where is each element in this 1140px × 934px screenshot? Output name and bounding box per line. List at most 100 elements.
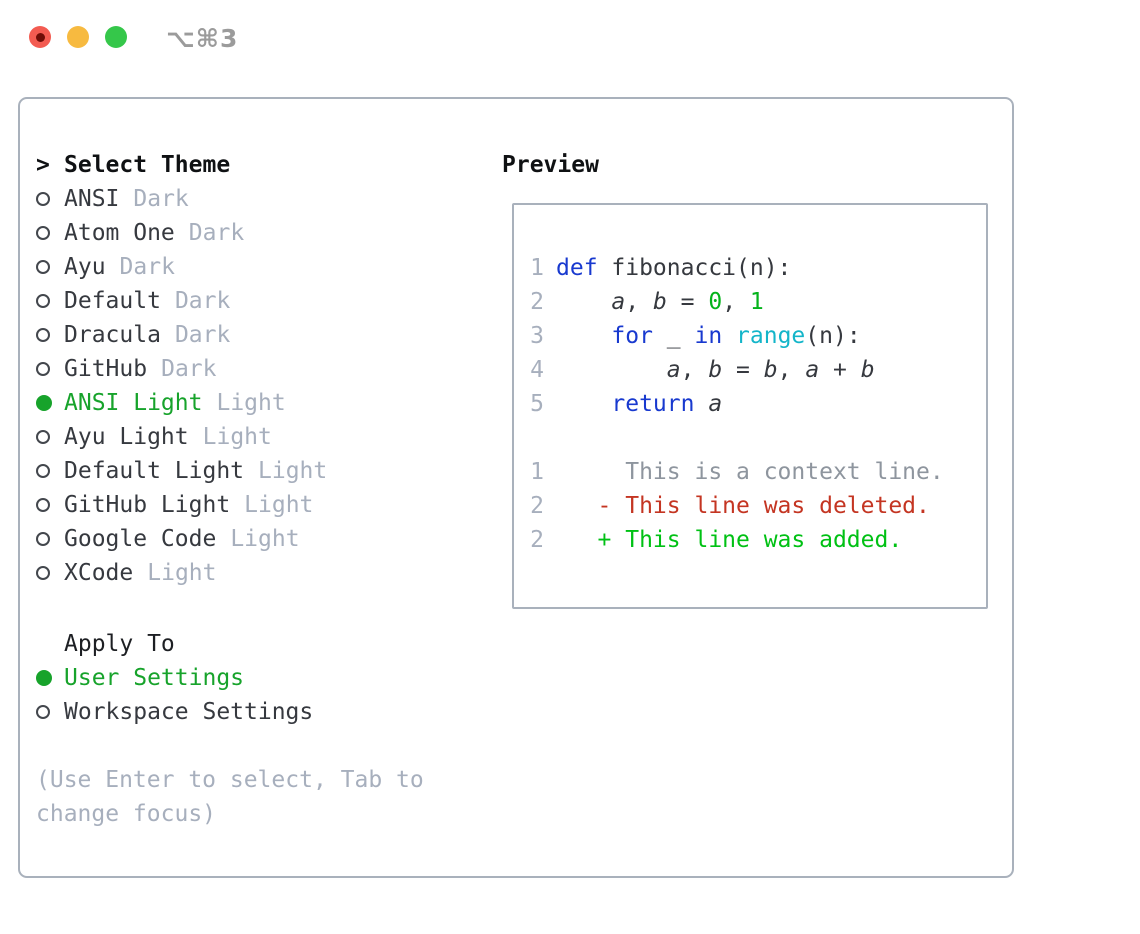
line-content: + This line was added.	[556, 527, 903, 553]
code-segment: =	[666, 289, 709, 315]
radio-icon	[36, 328, 50, 342]
radio-cell	[36, 395, 64, 411]
help-line: (Use Enter to select, Tab to	[36, 767, 424, 793]
line-number: 4	[530, 357, 544, 383]
line-number: 3	[530, 323, 544, 349]
code-segment: ,	[722, 289, 750, 315]
theme-variant-label: Dark	[188, 220, 245, 246]
close-dot-icon	[35, 32, 45, 42]
radio-cell	[36, 705, 64, 719]
radio-icon	[36, 260, 50, 274]
radio-icon	[36, 294, 50, 308]
code-segment: _	[652, 323, 695, 349]
code-segment: b	[708, 357, 723, 383]
radio-icon	[36, 705, 50, 719]
apply-option-workspace-settings[interactable]: Workspace Settings	[36, 695, 313, 729]
code-segment: fibonacci(n):	[597, 255, 792, 281]
radio-cell	[36, 566, 64, 580]
close-button[interactable]	[29, 26, 51, 48]
code-segment	[556, 391, 611, 417]
line-content: - This line was deleted.	[556, 493, 930, 519]
radio-cell	[36, 260, 64, 274]
radio-icon	[36, 566, 50, 580]
radio-cell	[36, 226, 64, 240]
code-segment: def	[556, 255, 598, 281]
preview-heading-row: Preview	[502, 148, 599, 182]
apply-to-title: Apply To	[64, 631, 175, 657]
code-line: 4 a, b = b, a + b	[530, 353, 986, 387]
theme-name: ANSI	[64, 186, 120, 212]
theme-name: Ayu	[64, 254, 106, 280]
code-segment: ,	[777, 357, 806, 383]
line-number: 1	[530, 459, 544, 485]
radio-cell	[36, 464, 64, 478]
line-content: return a	[556, 391, 722, 417]
preview-title: Preview	[502, 152, 599, 178]
radio-icon	[36, 362, 50, 376]
code-segment: a	[708, 391, 723, 417]
radio-cell	[36, 532, 64, 546]
theme-name: Atom One	[64, 220, 175, 246]
code-segment	[556, 289, 611, 315]
tab-shortcut-label: ⌥⌘3	[166, 24, 239, 53]
theme-name: Default Light	[64, 458, 245, 484]
radio-icon	[36, 532, 50, 546]
code-segment: - This line was deleted.	[597, 493, 930, 519]
code-segment: +	[819, 357, 861, 383]
theme-name: Google Code	[64, 526, 217, 552]
theme-option-ansi-light[interactable]: ANSI Light Light	[36, 386, 327, 420]
line-number: 2	[530, 289, 544, 315]
theme-name: GitHub	[64, 356, 148, 382]
radio-cell	[36, 328, 64, 342]
code-segment: range	[736, 323, 806, 349]
radio-icon	[36, 498, 50, 512]
code-segment	[694, 391, 708, 417]
line-content: def fibonacci(n):	[556, 255, 791, 281]
code-segment: ,	[625, 289, 653, 315]
code-segment: (n):	[805, 323, 861, 349]
zoom-button[interactable]	[105, 26, 127, 48]
line-content: This is a context line.	[556, 459, 944, 485]
theme-name: ANSI Light	[64, 390, 203, 416]
titlebar: ⌥⌘3	[0, 0, 1140, 70]
line-content: a, b = 0, 1	[556, 289, 763, 315]
code-line: 5 return a	[530, 387, 986, 421]
theme-variant-label: Dark	[119, 254, 175, 280]
code-segment	[556, 493, 598, 519]
code-segment: b	[652, 289, 667, 315]
prompt-icon: >	[36, 152, 50, 178]
code-segment: a	[666, 357, 681, 383]
code-segment	[556, 357, 667, 383]
minimize-button[interactable]	[67, 26, 89, 48]
code-segment: b	[763, 357, 778, 383]
code-segment	[556, 323, 611, 349]
radio-selected-icon	[36, 670, 52, 686]
radio-cell	[36, 192, 64, 206]
code-line: 1 This is a context line.	[530, 455, 986, 489]
code-segment: for	[611, 323, 653, 349]
code-segment: =	[722, 357, 764, 383]
theme-option-ayu[interactable]: Ayu Dark	[36, 250, 327, 284]
line-content: a, b = b, a + b	[556, 357, 875, 383]
select-theme-heading-row: > Select Theme	[36, 148, 327, 182]
theme-option-atom-one[interactable]: Atom One Dark	[36, 216, 327, 250]
theme-variant-label: Light	[216, 390, 286, 416]
apply-option-user-settings[interactable]: User Settings	[36, 661, 313, 695]
code-line: 2 + This line was added.	[530, 523, 986, 557]
